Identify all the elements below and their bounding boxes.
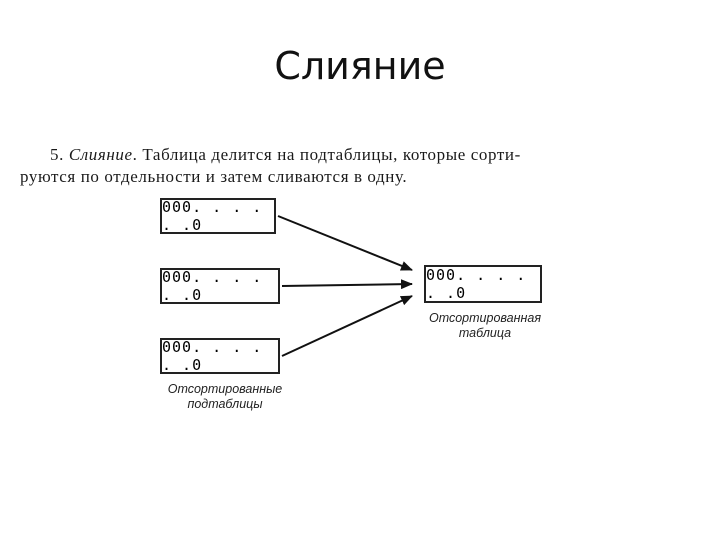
arrow-subtable-2	[281, 279, 413, 290]
paragraph-term: Слияние	[68, 145, 133, 164]
paragraph-line-1: 5. Слияние. Таблица делится на подтаблиц…	[50, 145, 521, 165]
result-caption-line-1: Отсортированная	[428, 311, 541, 325]
subtable-box-1: 000. . . . . .0	[160, 198, 276, 234]
subtable-box-3: 000. . . . . .0	[160, 338, 280, 374]
slide-title: Слияние	[274, 44, 446, 88]
result-caption-line-2: таблица	[458, 326, 512, 340]
subtable-box-2: 000. . . . . .0	[160, 268, 280, 304]
result-table-box: 000. . . . . .0	[424, 265, 542, 303]
paragraph-text: . Таблица делится на подтаблицы, которые…	[132, 145, 521, 164]
arrow-subtable-1	[277, 215, 413, 271]
subtables-caption-line-1: Отсортированные	[167, 382, 283, 396]
result-caption: Отсортированная таблица	[405, 311, 565, 341]
subtables-caption: Отсортированные подтаблицы	[140, 382, 310, 412]
arrow-subtable-3	[281, 295, 413, 357]
paragraph-number: 5.	[50, 145, 64, 164]
paragraph-line-2: руются по отдельности и затем сливаются …	[20, 167, 408, 186]
subtables-caption-line-2: подтаблицы	[187, 397, 263, 411]
